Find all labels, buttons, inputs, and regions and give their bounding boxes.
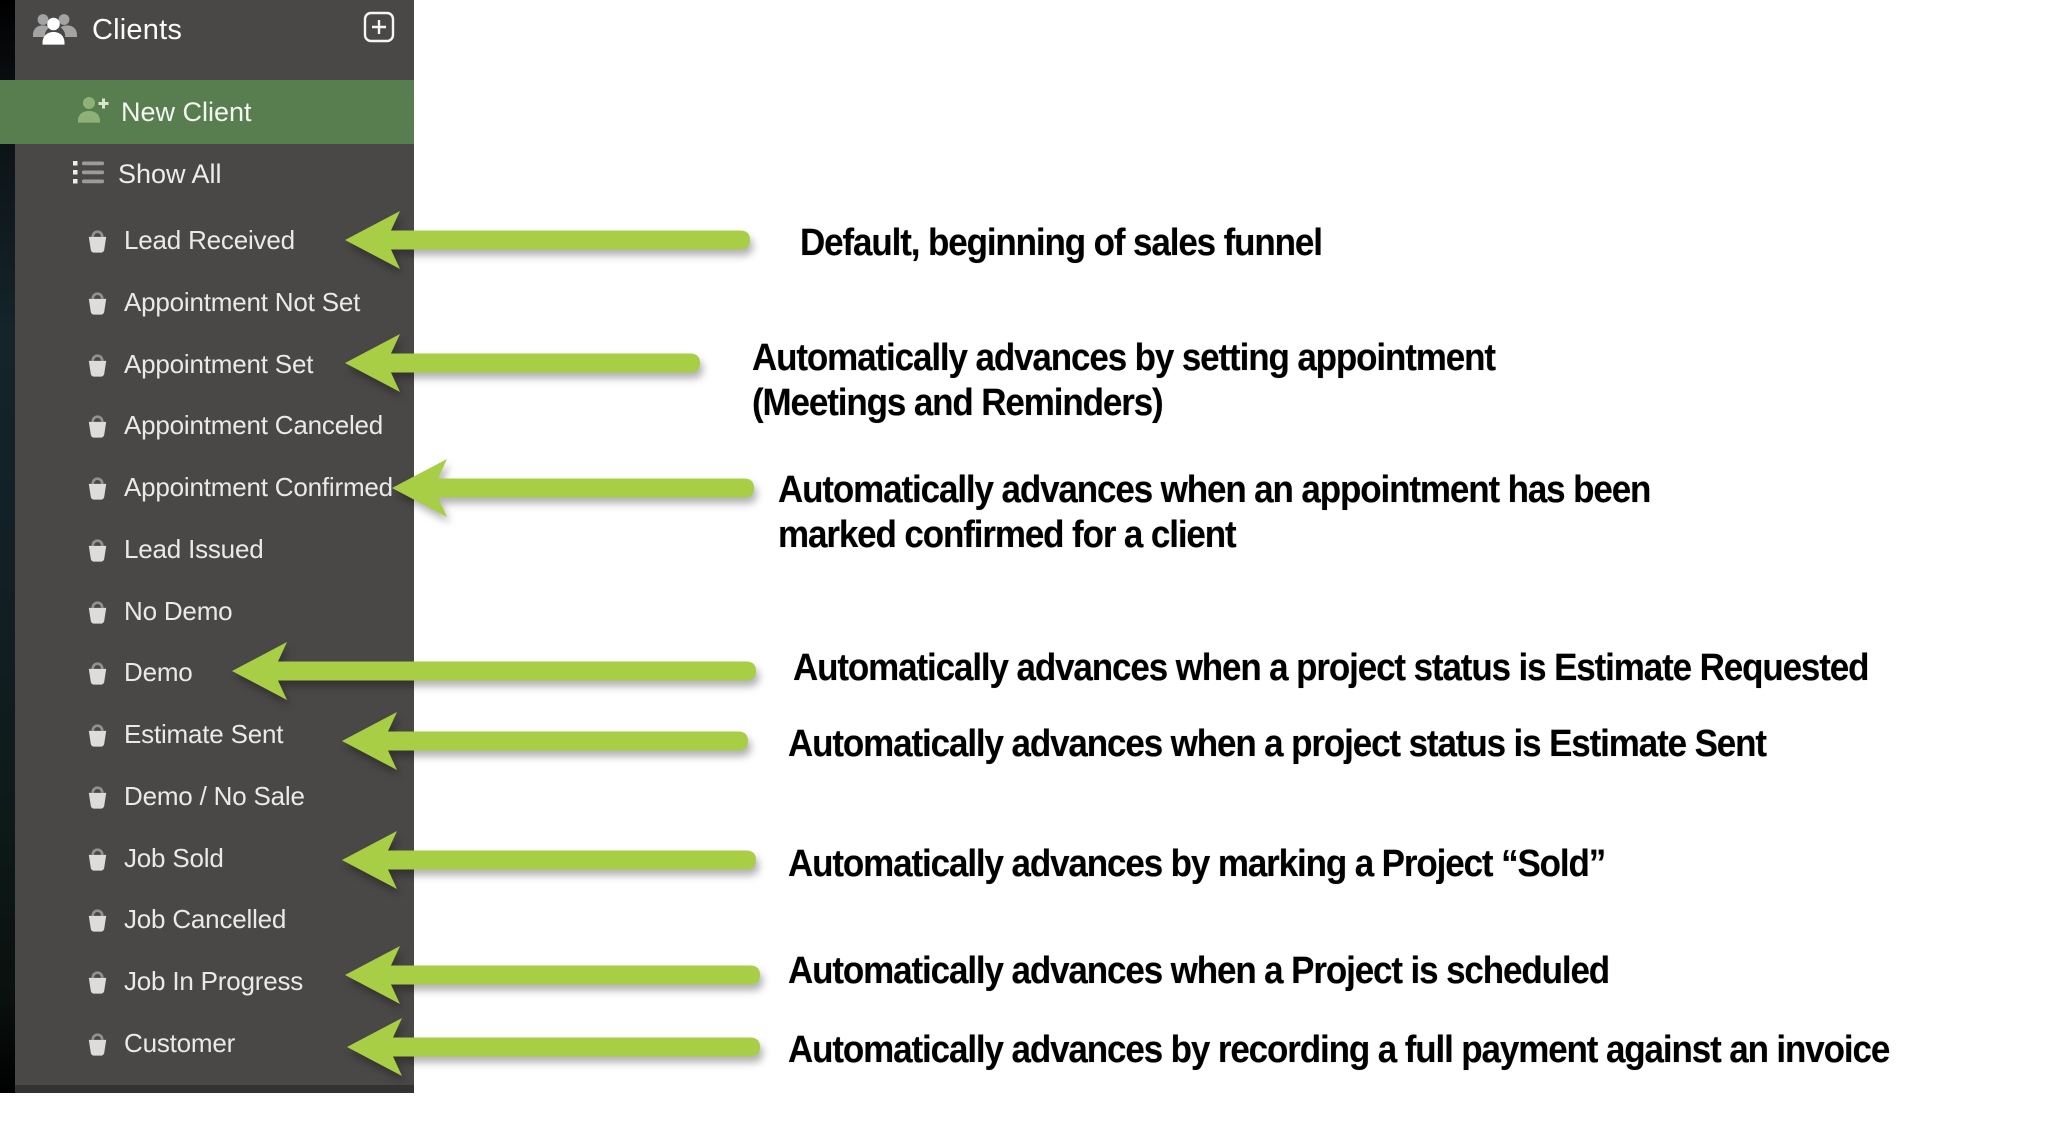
sidebar-item-demo-no-sale[interactable]: Demo / No Sale <box>0 765 414 827</box>
stage-label: Estimate Sent <box>124 718 284 749</box>
sidebar-item-job-cancelled[interactable]: Job Cancelled <box>0 888 414 950</box>
sidebar-bottom-edge <box>0 1085 414 1093</box>
stage-label: Appointment Confirmed <box>124 471 393 502</box>
stage-label: Appointment Set <box>124 348 314 379</box>
bucket-icon <box>85 288 110 316</box>
bucket-icon <box>85 720 110 748</box>
people-group-icon <box>32 11 78 50</box>
bucket-icon <box>85 967 110 995</box>
bucket-icon <box>85 535 110 563</box>
sidebar-item-estimate-sent[interactable]: Estimate Sent <box>0 703 414 765</box>
stage-label: Customer <box>124 1027 236 1058</box>
new-client-label: New Client <box>121 96 252 127</box>
bucket-icon <box>85 844 110 872</box>
sidebar-item-lead-received[interactable]: Lead Received <box>0 209 414 271</box>
sidebar-item-appointment-not-set[interactable]: Appointment Not Set <box>0 271 414 333</box>
annotation-line: marked confirmed for a client <box>778 514 1237 556</box>
sidebar-title: Clients <box>92 13 183 46</box>
bucket-icon <box>85 658 110 686</box>
annotation-line: (Meetings and Reminders) <box>752 382 1164 424</box>
bucket-icon <box>85 411 110 439</box>
show-all-label: Show All <box>118 158 222 189</box>
annotation-text: Automatically advances when an appointme… <box>778 468 1651 558</box>
stage-label: Job In Progress <box>124 965 304 996</box>
annotation-text: Automatically advances when a project st… <box>793 646 1869 691</box>
list-icon <box>73 159 104 190</box>
stage-label: Lead Issued <box>124 533 264 564</box>
sidebar-header: Clients <box>0 0 414 60</box>
annotation-text: Automatically advances by setting appoin… <box>752 336 1496 426</box>
annotation-line: Automatically advances when a project st… <box>788 723 1767 765</box>
bucket-icon <box>85 226 110 254</box>
annotation-line: Automatically advances by recording a fu… <box>788 1029 1890 1071</box>
stage-label: No Demo <box>124 595 233 626</box>
bucket-icon <box>85 782 110 810</box>
sidebar-item-show-all[interactable]: Show All <box>0 148 414 200</box>
sidebar-item-job-in-progress[interactable]: Job In Progress <box>0 950 414 1012</box>
stage-label: Demo / No Sale <box>124 780 305 811</box>
add-plus-icon[interactable] <box>363 11 395 43</box>
bucket-icon <box>85 473 110 501</box>
annotation-text: Automatically advances when a Project is… <box>788 949 1610 994</box>
sidebar-item-appointment-set[interactable]: Appointment Set <box>0 333 414 395</box>
stage-label: Demo <box>124 656 193 687</box>
background-strip <box>0 0 15 1093</box>
bucket-icon <box>85 905 110 933</box>
stage-label: Appointment Not Set <box>124 286 361 317</box>
stage-label: Job Cancelled <box>124 903 287 934</box>
annotation-line: Automatically advances by marking a Proj… <box>788 843 1606 885</box>
annotation-line: Automatically advances when a Project is… <box>788 950 1610 992</box>
stage-label: Lead Received <box>124 224 295 255</box>
annotation-line: Automatically advances by setting appoin… <box>752 337 1496 379</box>
annotation-text: Default, beginning of sales funnel <box>800 221 1323 266</box>
stage-label: Job Sold <box>124 842 224 873</box>
person-add-icon <box>77 95 111 130</box>
annotation-text: Automatically advances by recording a fu… <box>788 1028 1890 1073</box>
sidebar-item-appointment-canceled[interactable]: Appointment Canceled <box>0 394 414 456</box>
clients-sidebar <box>0 0 414 1085</box>
annotation-text: Automatically advances by marking a Proj… <box>788 842 1606 887</box>
sidebar-item-lead-issued[interactable]: Lead Issued <box>0 518 414 580</box>
annotation-arrow-icon <box>392 446 756 530</box>
sidebar-item-appointment-confirmed[interactable]: Appointment Confirmed <box>0 456 414 518</box>
annotation-line: Automatically advances when an appointme… <box>778 469 1651 511</box>
annotation-line: Default, beginning of sales funnel <box>800 222 1323 264</box>
bucket-icon <box>85 350 110 378</box>
sidebar-item-no-demo[interactable]: No Demo <box>0 580 414 642</box>
annotation-line: Automatically advances when a project st… <box>793 647 1869 689</box>
sidebar-item-job-sold[interactable]: Job Sold <box>0 827 414 889</box>
sidebar-item-demo[interactable]: Demo <box>0 641 414 703</box>
sidebar-item-customer[interactable]: Customer <box>0 1012 414 1074</box>
sidebar-item-new-client[interactable]: New Client <box>0 80 414 144</box>
stage-label: Appointment Canceled <box>124 409 384 440</box>
annotation-text: Automatically advances when a project st… <box>788 722 1767 767</box>
bucket-icon <box>85 597 110 625</box>
bucket-icon <box>85 1029 110 1057</box>
